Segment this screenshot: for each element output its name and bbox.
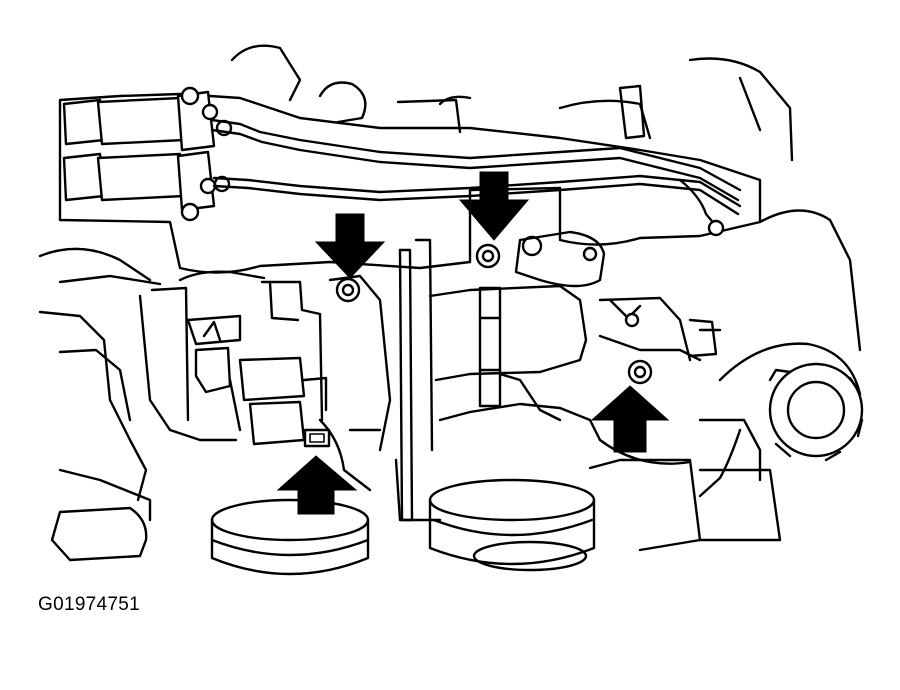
nut-lower [303,428,331,448]
arrow-down-upper-center-icon [458,171,530,241]
intake-pipes [50,438,782,576]
right-engine-side [698,209,864,498]
callout-arrows [276,171,670,515]
throttle-body [238,238,442,522]
left-engine-block [38,247,266,522]
arrow-up-lower-left-icon [276,455,358,515]
figure-id-label: G01974751 [38,594,141,615]
center-bracket [428,230,722,442]
fasteners [303,243,653,448]
fuel-rail [62,84,742,237]
arrow-down-upper-left-icon [314,213,386,279]
arrow-up-right-icon [590,385,670,453]
